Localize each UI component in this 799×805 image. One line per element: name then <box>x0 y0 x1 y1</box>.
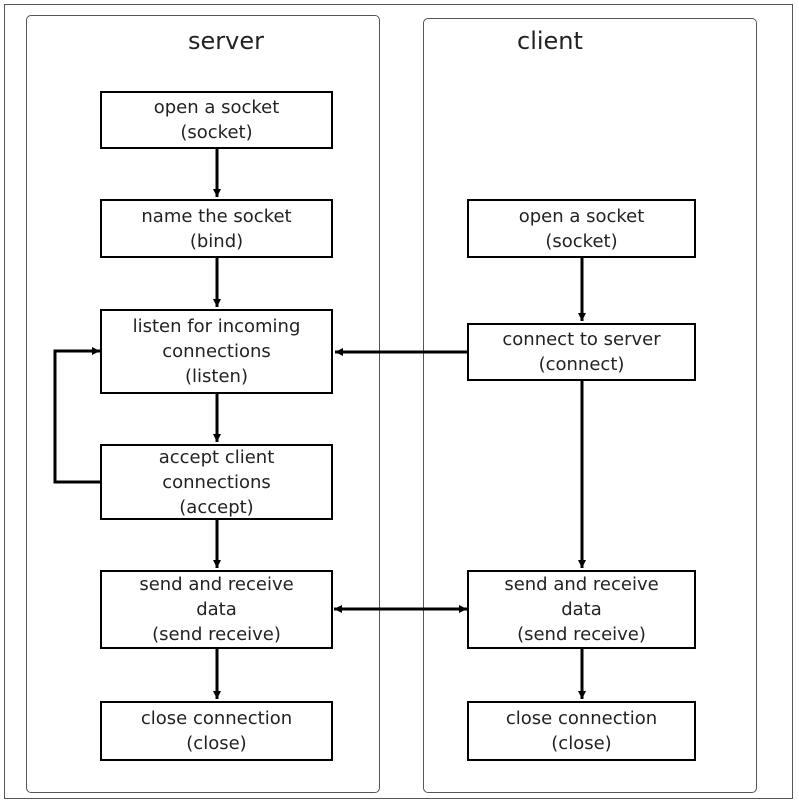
node-label-line: connections <box>162 471 271 493</box>
node-label-line: (send receive) <box>517 624 646 645</box>
server-lane <box>26 15 380 793</box>
client-lane-title: client <box>517 27 583 55</box>
node-label-line: data <box>561 599 602 620</box>
node-client-close: close connection (close) <box>467 701 696 761</box>
node-label-line: connect to server <box>502 329 661 350</box>
client-lane <box>423 18 757 793</box>
node-label-line: open a socket <box>518 205 645 227</box>
node-server-accept: accept client connections (accept) <box>100 444 333 520</box>
node-label-line: send and receive <box>139 574 294 595</box>
node-label-line: name the socket <box>141 205 292 227</box>
node-label-line: send and receive <box>504 574 659 595</box>
node-label-line: data <box>196 599 237 620</box>
node-label-line: (close) <box>551 733 612 754</box>
node-label-line: close connection <box>505 708 658 729</box>
node-label-line: (accept) <box>179 496 254 518</box>
server-lane-title: server <box>188 27 264 55</box>
node-client-connect: connect to server (connect) <box>467 323 696 381</box>
node-server-listen: listen for incoming connections (listen) <box>100 309 333 394</box>
node-label-line: (send receive) <box>152 624 281 645</box>
node-label-line: (connect) <box>538 354 625 375</box>
node-label-line: (close) <box>186 733 247 754</box>
node-label-line: (bind) <box>189 230 244 252</box>
node-label-line: open a socket <box>153 97 280 118</box>
node-server-close: close connection (close) <box>100 701 333 761</box>
edge-srv-accept-loop-to-listen <box>53 347 100 484</box>
node-label-line: (socket) <box>545 230 618 252</box>
node-server-send-receive: send and receive data (send receive) <box>100 570 333 649</box>
node-label-line: (socket) <box>180 122 253 143</box>
node-label-line: accept client <box>158 446 275 468</box>
node-server-open-socket: open a socket (socket) <box>100 91 333 149</box>
node-client-send-receive: send and receive data (send receive) <box>467 570 696 649</box>
node-label-line: connections <box>162 341 271 362</box>
node-label-line: (listen) <box>185 366 248 387</box>
node-client-open-socket: open a socket (socket) <box>467 199 696 258</box>
node-server-bind: name the socket (bind) <box>100 199 333 258</box>
node-label-line: listen for incoming <box>132 316 301 337</box>
node-label-line: close connection <box>140 708 293 729</box>
outer-frame <box>4 4 793 799</box>
